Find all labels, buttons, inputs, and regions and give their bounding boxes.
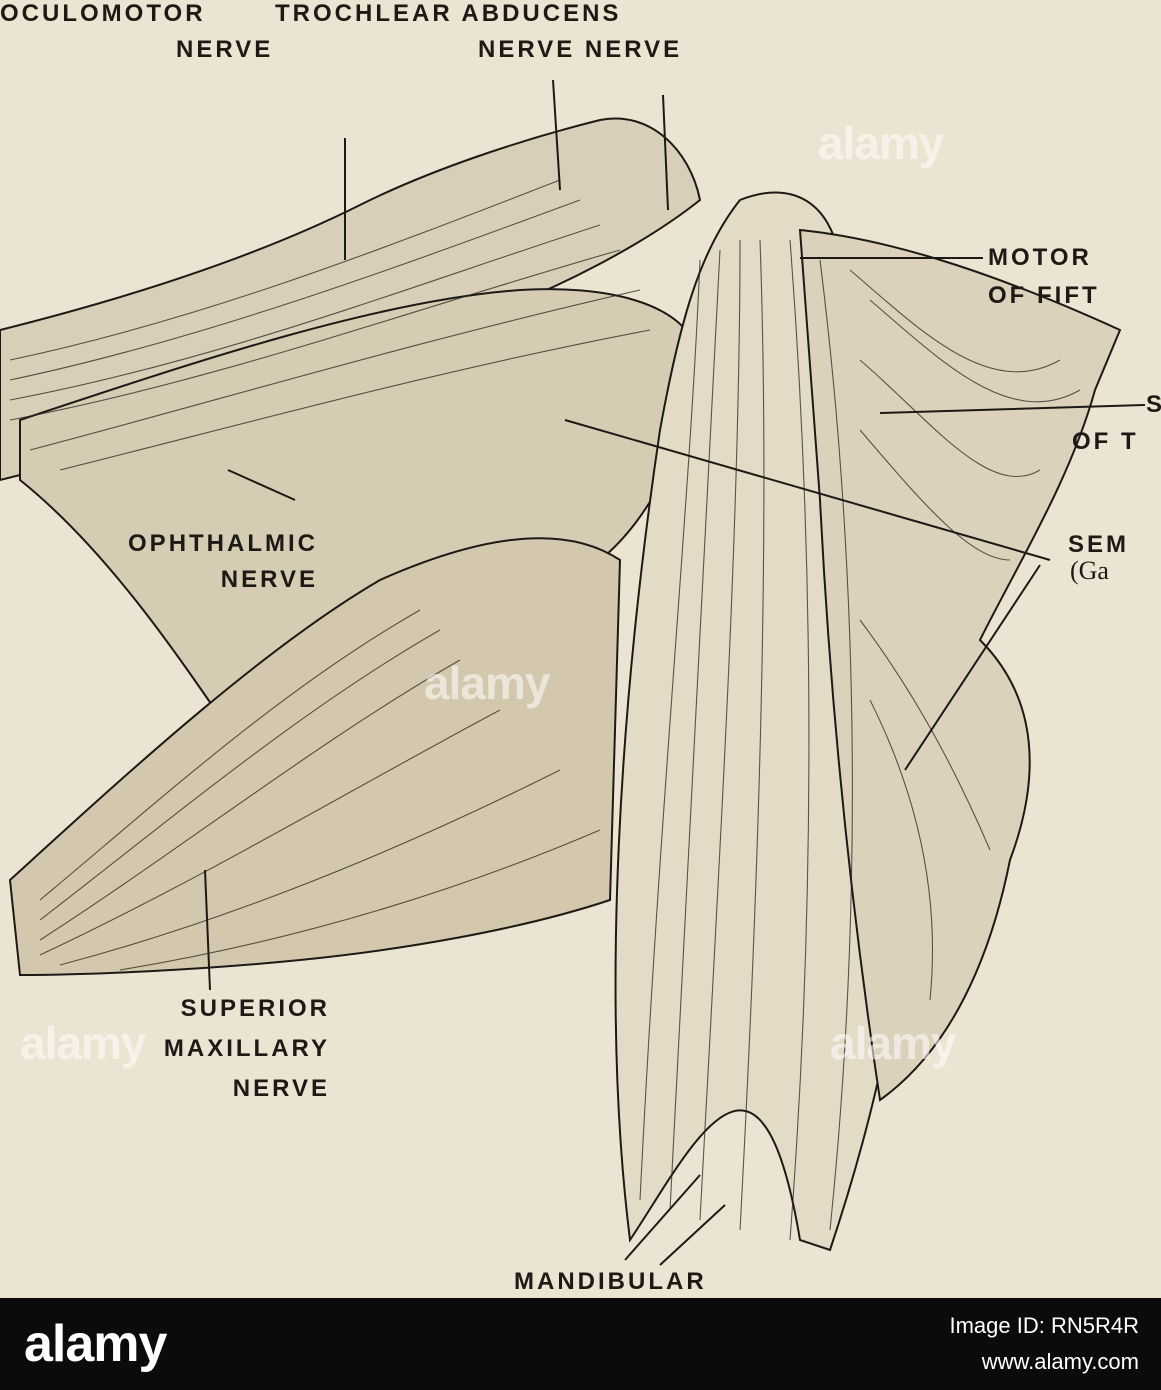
footer-bar: alamy Image ID: RN5R4R www.alamy.com: [0, 1298, 1161, 1390]
image-id-text: Image ID: RN5R4R: [949, 1313, 1139, 1338]
oculomotor-label-line2: NERVE: [176, 36, 274, 63]
motor-root-label-line1: MOTOR: [988, 244, 1092, 271]
superior-maxillary-label-line3: NERVE: [232, 1075, 330, 1102]
oculomotor-label-line1: OCULOMOTOR: [0, 0, 206, 27]
site-url-link[interactable]: www.alamy.com: [981, 1349, 1139, 1374]
sensory-root-label-line1: S: [1146, 391, 1161, 418]
semilunar-ganglion-label-line1: SEM: [1068, 531, 1130, 558]
alamy-logo: alamy: [24, 1315, 167, 1373]
illustration-plate: OCULOMOTOR NERVE TROCHLEAR ABDUCENS NERV…: [0, 0, 1161, 1295]
mandibular-label: MANDIBULAR: [514, 1268, 707, 1295]
sensory-root: [798, 228, 1122, 1102]
nerve-engraving: [0, 79, 1146, 1266]
superior-maxillary-label-line1: SUPERIOR: [180, 995, 330, 1022]
sensory-root-label-line2: OF T: [1072, 428, 1139, 455]
ophthalmic-label-line2: NERVE: [220, 566, 318, 593]
trochlear-abducens-label-line1: TROCHLEAR ABDUCENS: [275, 0, 622, 27]
watermark: alamy: [424, 657, 550, 709]
watermark: alamy: [818, 117, 944, 169]
semilunar-ganglion-label-line2: (Ga: [1070, 556, 1109, 585]
superior-maxillary-label-line2: MAXILLARY: [163, 1035, 330, 1062]
motor-root-label-line2: OF FIFT: [988, 282, 1100, 309]
footer-info: Image ID: RN5R4R www.alamy.com: [949, 1308, 1139, 1380]
ophthalmic-label-line1: OPHTHALMIC: [128, 530, 318, 557]
maxillary-nerve: [8, 537, 622, 977]
trochlear-abducens-label-line2: NERVE NERVE: [478, 36, 683, 63]
watermark: alamy: [830, 1017, 956, 1069]
watermark: alamy: [20, 1017, 146, 1069]
